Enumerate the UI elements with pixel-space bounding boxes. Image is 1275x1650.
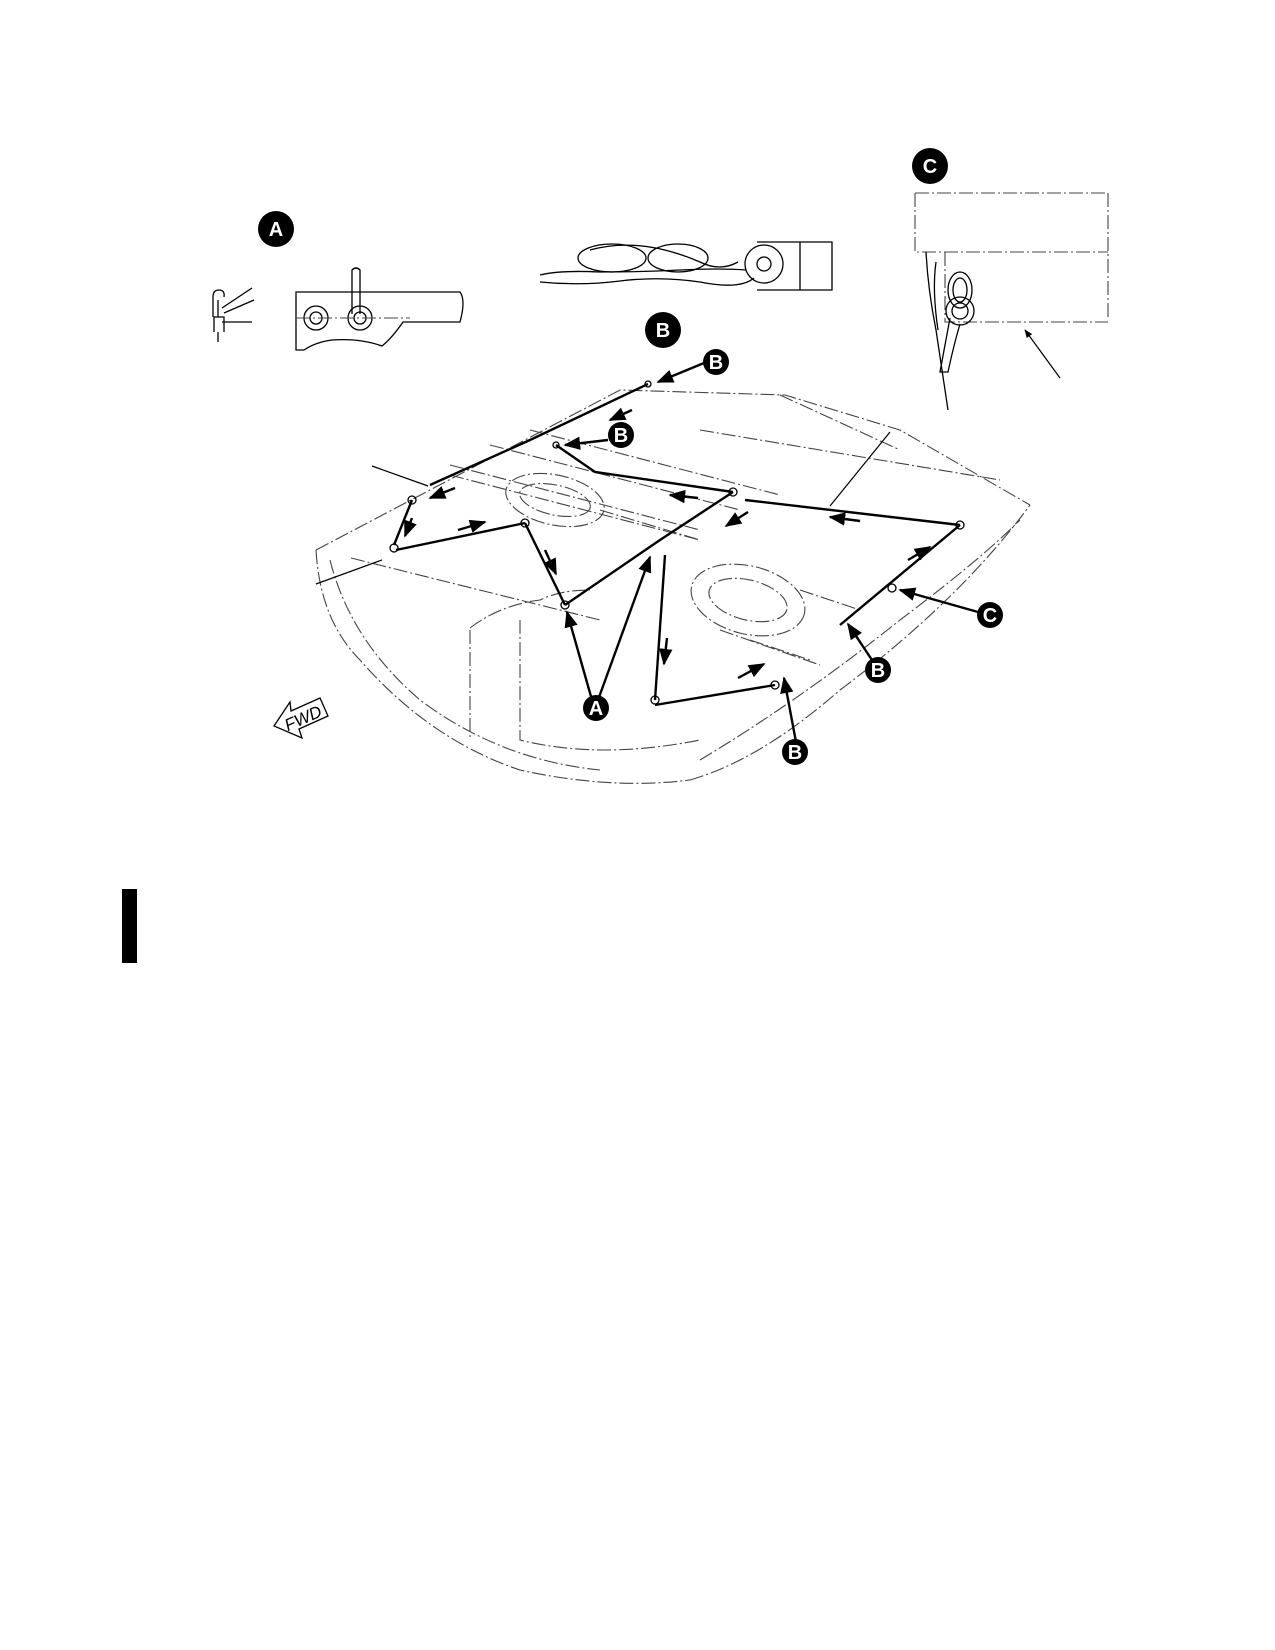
callout-b-3: B bbox=[847, 622, 891, 683]
cable-routing bbox=[315, 380, 965, 707]
detail-b-label: B bbox=[656, 320, 670, 342]
callout-b-2: B bbox=[563, 422, 634, 450]
clevis-knot-icon bbox=[539, 241, 833, 291]
svg-text:C: C bbox=[983, 605, 997, 627]
svg-text:A: A bbox=[589, 698, 603, 720]
callout-a: A bbox=[564, 555, 652, 721]
callout-b-1: B bbox=[656, 349, 729, 384]
detail-a-label: A bbox=[269, 219, 283, 241]
detail-c: C bbox=[912, 148, 1109, 411]
callout-c: C bbox=[898, 587, 1003, 628]
callout-b-4: B bbox=[780, 676, 808, 765]
detail-b: B bbox=[539, 241, 833, 348]
svg-text:B: B bbox=[788, 742, 802, 764]
bracket-icon bbox=[295, 267, 464, 351]
bay-structure bbox=[315, 389, 1031, 784]
detail-a-badge: A bbox=[258, 211, 294, 247]
installation-diagram: A bbox=[212, 148, 1109, 784]
panel-fastener-icon bbox=[914, 192, 1109, 411]
detail-c-badge: C bbox=[912, 148, 948, 184]
detail-c-label: C bbox=[923, 156, 937, 178]
fwd-arrow-icon: FWD bbox=[273, 697, 329, 740]
revision-change-bar bbox=[122, 889, 137, 963]
fwd-label: FWD bbox=[282, 702, 325, 735]
detail-b-badge: B bbox=[645, 312, 681, 348]
detail-a: A bbox=[212, 211, 464, 351]
lockwire-hook-icon bbox=[212, 287, 255, 342]
svg-text:B: B bbox=[614, 425, 628, 447]
svg-text:B: B bbox=[871, 660, 885, 682]
svg-text:B: B bbox=[709, 352, 723, 374]
